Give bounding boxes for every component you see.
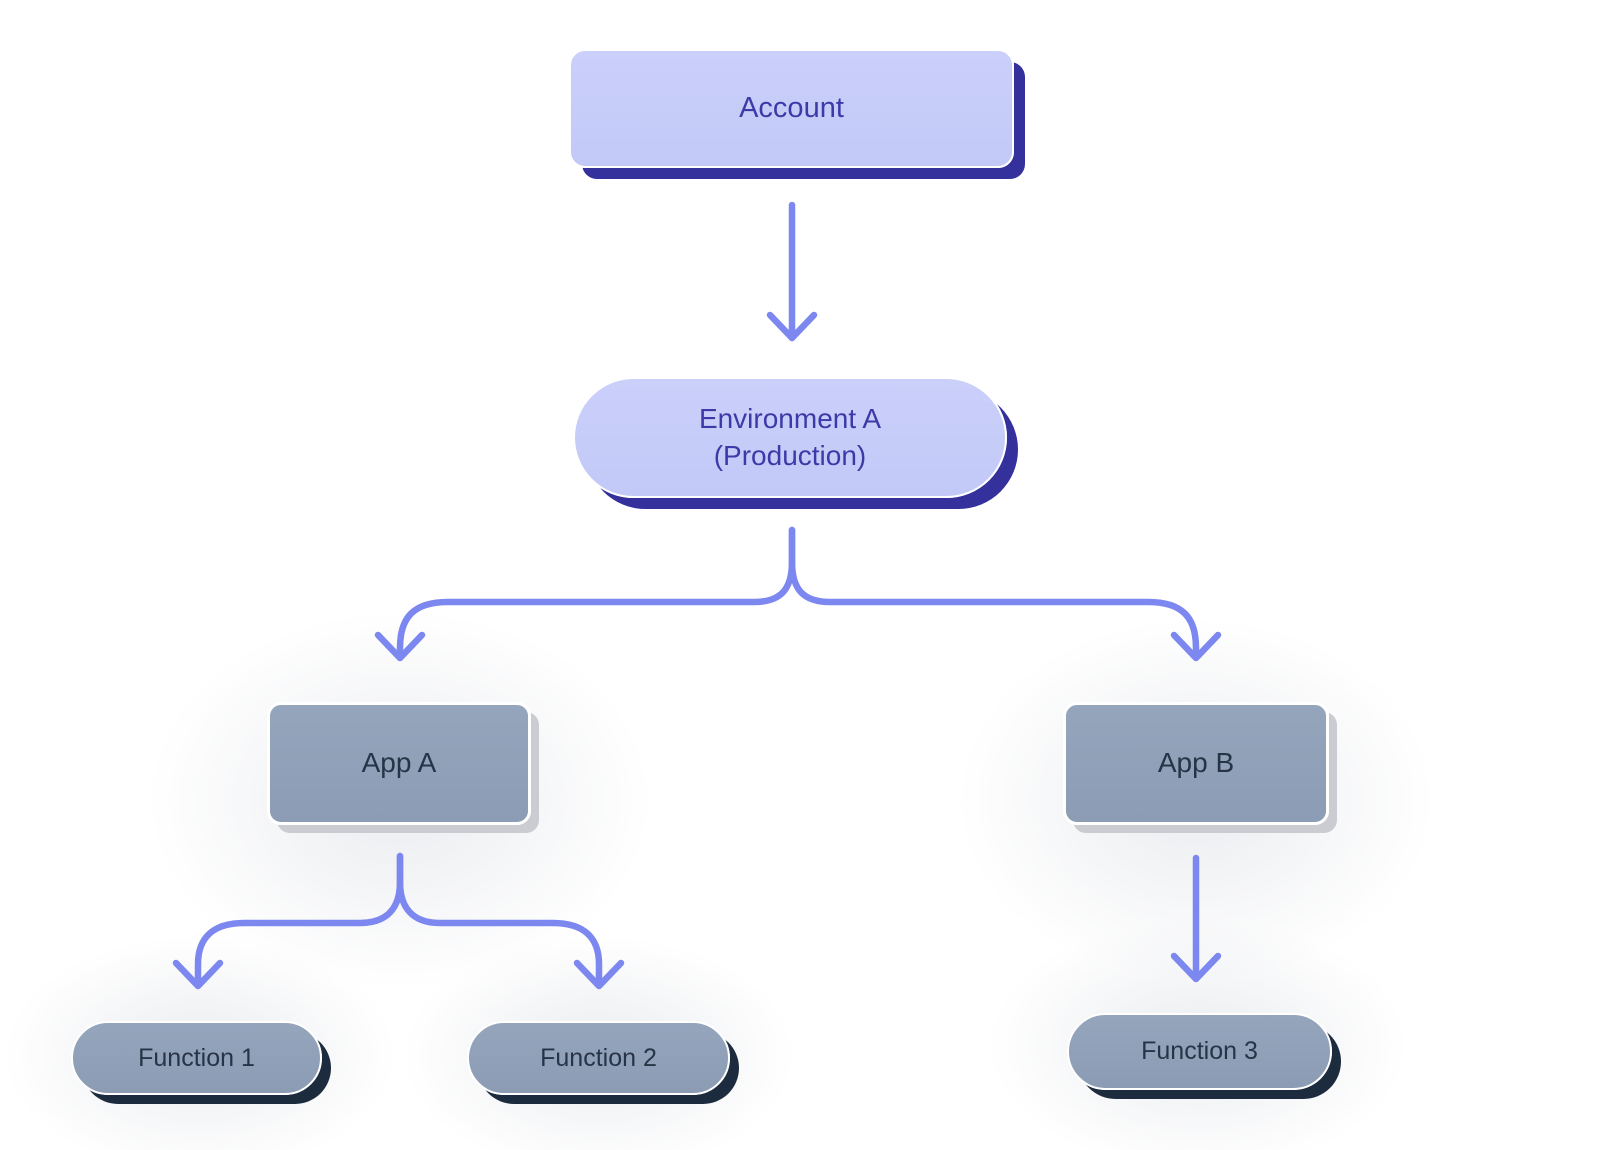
edge-app-a-function-2 xyxy=(396,852,625,990)
arrowhead-down-icon xyxy=(1170,631,1222,662)
edge-environment-app-a xyxy=(374,526,796,662)
node-account: Account xyxy=(569,49,1014,168)
edge-account-environment xyxy=(766,201,818,342)
arrowhead-down-icon xyxy=(172,959,224,990)
arrowhead-down-icon xyxy=(1170,952,1222,983)
node-app-b: App B xyxy=(1063,702,1329,825)
node-environment-label: Environment A xyxy=(698,402,882,434)
node-function-2-label: Function 2 xyxy=(540,1043,657,1072)
arrowhead-down-icon xyxy=(766,311,818,342)
node-function-3-label: Function 3 xyxy=(1141,1037,1258,1065)
node-function-3: Function 3 xyxy=(1067,1013,1332,1090)
edge-app-a-function-1 xyxy=(172,852,404,990)
edge-app-b-function-3 xyxy=(1170,854,1222,983)
arrowhead-down-icon xyxy=(374,631,426,662)
node-app-b-label: App B xyxy=(1157,747,1235,779)
node-function-1-label: Function 1 xyxy=(138,1043,255,1072)
node-function-1: Function 1 xyxy=(71,1021,322,1095)
node-function-2: Function 2 xyxy=(467,1021,730,1095)
node-app-a: App A xyxy=(267,702,531,825)
edge-environment-app-b xyxy=(788,526,1222,662)
node-environment: Environment A (Production) xyxy=(573,377,1007,498)
node-app-a-label: App A xyxy=(361,747,437,779)
node-account-label: Account xyxy=(739,92,844,125)
arrowhead-down-icon xyxy=(573,959,625,990)
node-environment-sublabel: (Production) xyxy=(713,439,867,471)
